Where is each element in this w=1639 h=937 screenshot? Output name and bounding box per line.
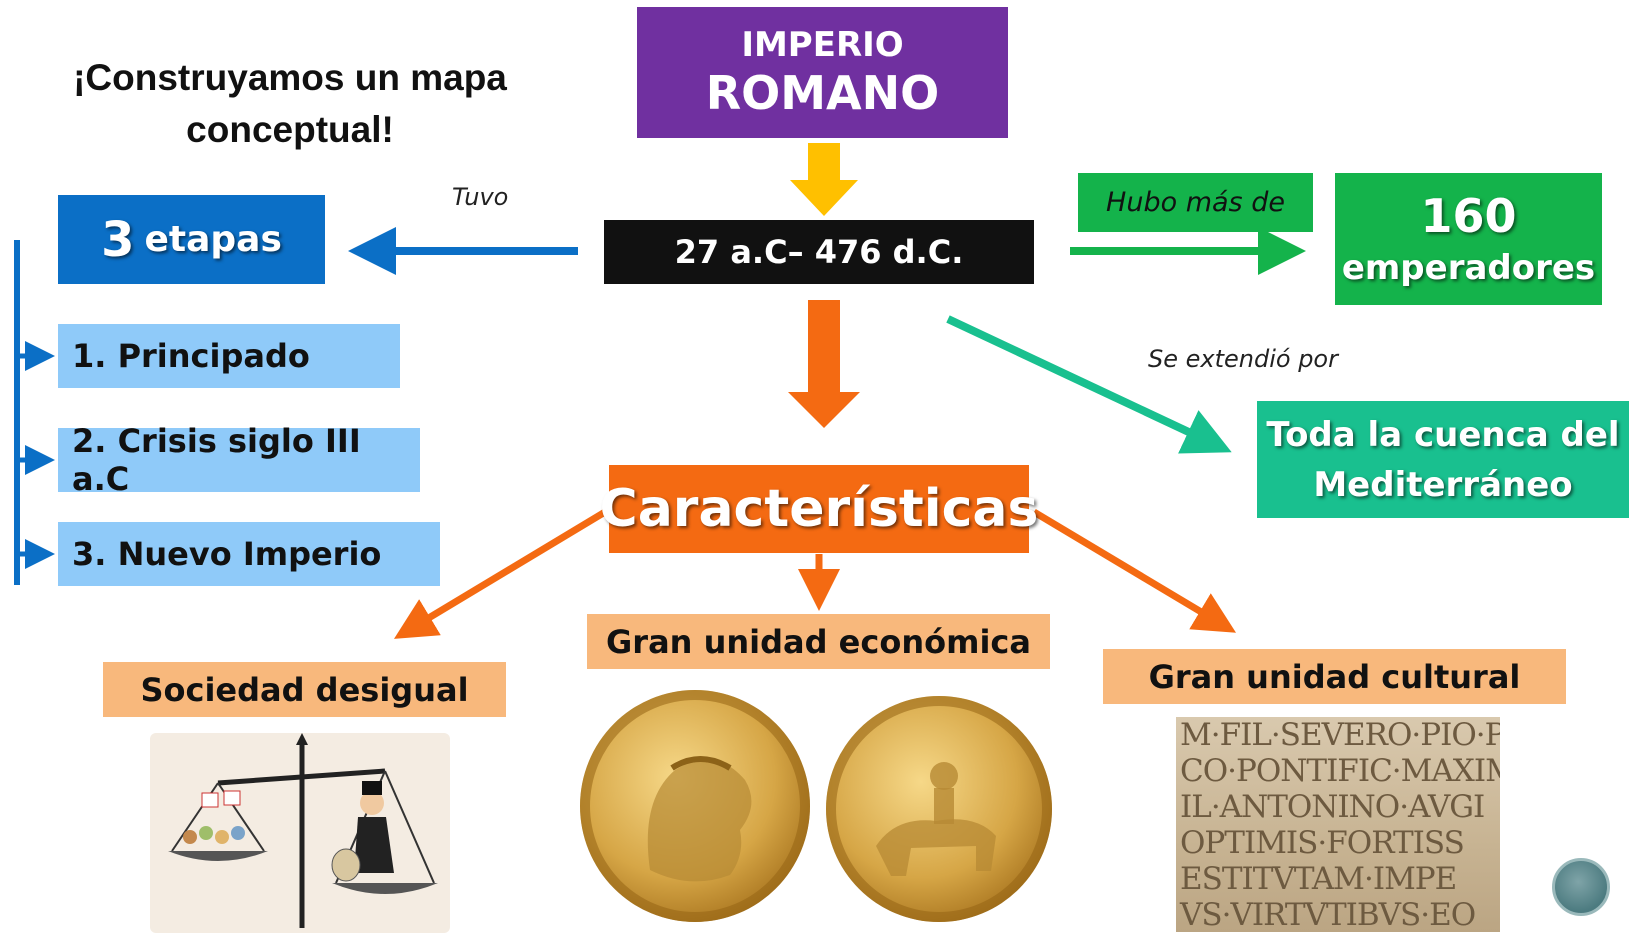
root-line-2: ROMANO <box>705 65 940 120</box>
trait-sociedad-desigual: Sociedad desigual <box>103 662 506 717</box>
stage-nuevo-imperio: 3. Nuevo Imperio <box>58 522 440 586</box>
emperadores-text: emperadores <box>1341 248 1596 288</box>
etapas-number: 3 <box>101 211 135 268</box>
arrow-dates-to-caracteristicas <box>788 300 860 428</box>
label-se-extendio-por: Se extendió por <box>1148 345 1338 373</box>
inscription-line-1: M·FIL·SEVERO·PIO·PERT <box>1180 717 1500 753</box>
inscription-line-5: ESTITVTAM·IMPE <box>1180 861 1457 897</box>
node-160-emperadores: 160 emperadores <box>1335 173 1602 305</box>
slide-nav-button[interactable] <box>1552 858 1610 916</box>
stage-principado: 1. Principado <box>58 324 400 388</box>
node-caracteristicas: Características <box>600 465 1038 553</box>
stage-crisis: 2. Crisis siglo III a.C <box>58 422 420 498</box>
heading-line-1: ¡Construyamos un mapa <box>73 57 507 98</box>
trait-unidad-economica: Gran unidad económica <box>587 614 1050 669</box>
inscription-line-6: VS·VIRTVTIBVS·EO <box>1180 897 1476 932</box>
label-hubo-mas-de: Hubo más de <box>1078 173 1313 232</box>
node-3-etapas: 3 etapas <box>58 195 325 284</box>
trait-unidad-cultural: Gran unidad cultural <box>1103 649 1566 704</box>
page-heading: ¡Construyamos un mapa conceptual! <box>30 52 550 156</box>
arrow-to-cuenca <box>946 315 1232 454</box>
heading-line-2: conceptual! <box>186 109 394 150</box>
dates-node: 27 a.C– 476 d.C. <box>604 220 1034 284</box>
arrow-to-cultural <box>1032 508 1237 633</box>
etapas-text: etapas <box>144 219 282 260</box>
latin-stone-inscription: M·FIL·SEVERO·PIO·PERT CO·PONTIFIC·MAXIM … <box>1176 717 1500 932</box>
coin-emperor-portrait <box>580 690 810 922</box>
node-cuenca-mediterraneo: Toda la cuenca del Mediterráneo <box>1257 401 1629 518</box>
inscription-line-4: OPTIMIS·FORTISS <box>1180 825 1465 861</box>
cuenca-line-1: Toda la cuenca del <box>1266 414 1620 455</box>
label-tuvo: Tuvo <box>452 183 509 211</box>
arrow-to-sociedad <box>394 509 607 639</box>
scale-inequality-illustration <box>150 733 450 933</box>
arrow-root-to-dates <box>790 143 858 216</box>
inscription-line-3: IL·ANTONINO·AVGI <box>1180 789 1485 825</box>
emperadores-number: 160 <box>1420 189 1517 243</box>
coin-horseman <box>826 696 1052 922</box>
root-line-1: IMPERIO <box>741 24 904 65</box>
inscription-line-2: CO·PONTIFIC·MAXIM <box>1180 753 1500 789</box>
root-node-imperio-romano: IMPERIO ROMANO <box>637 7 1008 138</box>
cuenca-line-2: Mediterráneo <box>1313 464 1573 505</box>
